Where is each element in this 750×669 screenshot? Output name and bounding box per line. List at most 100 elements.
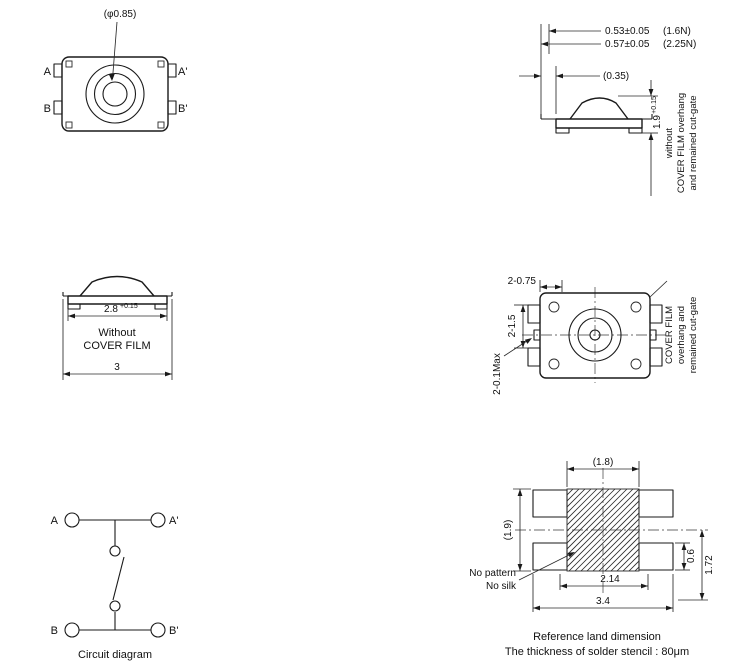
land-caption-line2: The thickness of solder stencil : 80μm [505,646,689,658]
dim-34 [532,574,674,612]
terminal-label-b: B [44,103,51,115]
corner-rivet [548,301,560,313]
land-pad [638,489,674,518]
land-caption-line1: Reference land dimension [533,631,661,643]
center-circle-middle [577,317,613,353]
corner-mark [65,121,73,129]
dim-18-value: (1.8) [593,457,614,468]
travel-extension-lines [540,24,557,114]
pad-terminal [527,347,541,367]
dim-19 [513,488,531,572]
terminal-circle-a [64,512,80,528]
profile-body [62,275,173,310]
dim-214-value: 2.14 [600,574,620,585]
pad-terminal [649,347,663,367]
knob-diameter-leader [108,21,118,81]
circuit-label-b-prime: B' [169,625,178,637]
dim-34-value: 3.4 [596,596,610,607]
dim-pads-h-value: 2-0.75 [508,276,537,287]
dim-19-value: (1.9) [503,520,514,541]
side-note-line2: COVER FILM overhang [676,93,687,193]
travel-dim-2 [541,41,601,47]
dim-3 [62,299,173,380]
button-outer-circle [85,64,145,124]
button-inner-circle [102,81,128,107]
dim-gate-leader [503,338,532,357]
switch-dome [79,275,155,297]
dim-gate-value: 2-0.1Max [492,353,503,395]
switch-base [555,118,643,129]
force1-value: (1.6N) [663,26,691,37]
switch-base [67,295,168,305]
bottom-note-line3: remained cut-gate [688,297,699,374]
terminal-foot [154,303,168,310]
terminal-circle-a-prime [150,512,166,528]
top-view: (φ0.85) A A' B B' [44,9,187,132]
no-pattern-note-line2: No silk [486,581,517,592]
circuit-label-a: A [51,515,59,527]
button-middle-circle [93,72,137,116]
terminal-label-b-prime: B' [178,103,187,115]
dim-28 [67,309,168,321]
profile-note-line2: COVER FILM [83,340,150,352]
dim-28-value: 2.8 [104,304,118,315]
no-pattern-note-line1: No pattern [469,568,516,579]
terminal-label-a: A [44,66,52,78]
switch-dome [569,97,629,120]
gate-leader [649,280,668,298]
height-dim [618,80,658,196]
corner-mark [157,121,165,129]
dim-28-tolerance: +0.15 [120,303,138,310]
pad-terminal [527,304,541,324]
force2-value: (2.25N) [663,39,696,50]
side-note-line1: without [664,128,675,159]
land-pad [532,489,568,518]
overhang-dim-035 [519,73,600,79]
corner-mark [65,60,73,68]
dim-06-value: 0.6 [686,549,697,563]
bottom-note-line1: COVER FILM [664,306,675,364]
terminal-circle-b [64,622,80,638]
terminal-b-prime [167,100,177,115]
dim-3-value: 3 [114,362,120,373]
land-pad [532,542,568,571]
dim-18 [566,461,640,487]
height-value: 1.9 [652,115,663,129]
travel1-value: 0.53±0.05 [605,26,650,37]
terminal-a-prime [167,63,177,78]
height-tolerance: +0.15 [651,96,658,114]
knob-diameter-dim: (φ0.85) [104,9,137,20]
land-hatch-lines [567,489,639,571]
side-profile-body [540,97,653,134]
terminal-foot [67,303,81,310]
center-circle-inner [589,329,601,341]
circuit-label-a-prime: A' [169,515,178,527]
dim-172 [678,530,708,601]
terminal-foot [628,127,643,134]
profile-note-line1: Without [98,327,135,339]
profile-view: 2.8 +0.15 Without COVER FILM 3 [62,275,173,380]
circuit-label-b: B [51,625,58,637]
dim-035-value: (0.35) [603,71,629,82]
contact-upper [109,545,121,557]
cut-gate-right [649,329,657,341]
circuit-diagram: A A' B B' Circuit diagram [51,512,178,661]
dim-pads-h [539,280,563,292]
side-view: 0.53±0.05 (1.6N) 0.57±0.05 (2.25N) (0.35… [519,24,699,196]
bottom-note-line2: overhang and [676,306,687,364]
cut-gate-left [533,329,541,341]
dim-pads-v-value: 2-1.5 [507,314,518,337]
terminal-foot [555,127,570,134]
land-pattern: (1.8) (1.9) 2.14 3.4 [469,457,715,658]
travel2-value: 0.57±0.05 [605,39,650,50]
contact-lower [109,600,121,612]
terminal-b [53,100,63,115]
dim-06 [675,542,690,571]
pad-terminal [649,304,663,324]
corner-mark [157,60,165,68]
corner-rivet [630,358,642,370]
no-pattern-leader [518,552,575,581]
corner-rivet [548,358,560,370]
